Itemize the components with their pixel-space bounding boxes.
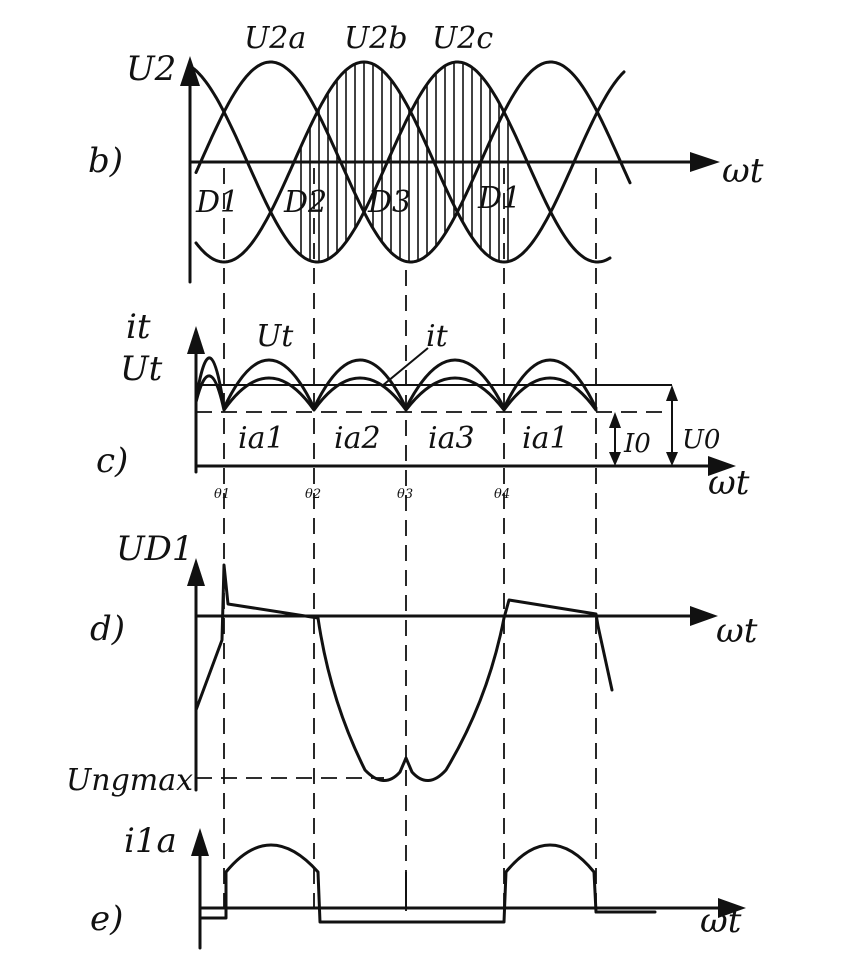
theta-label-2: θ2 <box>305 487 321 502</box>
panel-c-y-arrow <box>187 326 205 354</box>
current-label-2: ia2 <box>334 421 381 456</box>
primary-current-waveform <box>198 843 657 924</box>
u0-arrow-down <box>666 452 678 466</box>
diode-label-1: D1 <box>195 185 239 220</box>
phase-curve-a <box>194 60 632 264</box>
current-label-3: ia3 <box>428 421 475 456</box>
vertical-guides <box>223 168 597 918</box>
panel-d-x-label: ωt <box>716 611 758 651</box>
phase-curve-c <box>188 60 612 264</box>
panel-c-x-arrow <box>708 456 736 476</box>
i0-arrow-up <box>609 412 621 428</box>
panel-e-label: e) <box>90 899 123 939</box>
panel-d-y-arrow <box>187 558 205 586</box>
panel-e-y-arrow <box>191 828 209 856</box>
panel-b-x-arrow <box>690 152 720 172</box>
panel-d-label: d) <box>90 609 125 649</box>
panel-c-y-label-bottom: Ut <box>120 349 163 389</box>
panel-b-y-label: U2 <box>126 49 176 89</box>
panel-b-x-label: ωt <box>722 151 764 191</box>
panel-e-y-label: i1a <box>124 821 177 861</box>
diode-label-4: D1 <box>477 181 521 216</box>
theta-label-1: θ1 <box>214 487 230 502</box>
panel-e-x-arrow <box>718 898 746 918</box>
panel-e: e) i1a ωt <box>90 821 746 950</box>
phase-label-a: U2a <box>244 21 306 56</box>
theta-label-4: θ4 <box>494 487 510 502</box>
panel-b-label: b) <box>88 141 123 181</box>
it-pointer <box>381 347 429 387</box>
panel-c-label: c) <box>96 441 128 481</box>
panel-c: c) it Ut Ut it ia1 ia2 ia3 ia1 I0 U0 θ1 … <box>96 307 750 503</box>
phase-label-b: U2b <box>344 21 408 56</box>
i0-arrow-down <box>609 452 621 466</box>
curve-label-it: it <box>426 319 449 354</box>
panel-d-y-label: UD1 <box>116 529 194 569</box>
diode-label-2: D2 <box>283 185 327 220</box>
ripple-ut-curve <box>194 356 598 410</box>
diode-voltage-curve <box>194 563 614 782</box>
ripple-it-curve <box>194 374 598 412</box>
panel-d: d) UD1 Ungmax ωt <box>66 529 758 798</box>
panel-d-x-arrow <box>690 606 718 626</box>
diode-label-3: D3 <box>367 185 411 220</box>
current-label-1: ia1 <box>238 421 285 456</box>
u0-arrow-up <box>666 385 678 401</box>
theta-label-3: θ3 <box>397 487 413 502</box>
curve-label-ut: Ut <box>256 319 294 354</box>
panel-e-x-label: ωt <box>700 901 742 941</box>
i0-label: I0 <box>623 429 651 459</box>
u0-label: U0 <box>682 425 720 455</box>
panel-b: b) U2 U2a U2b U2c D1 D2 D3 D1 ωt <box>88 21 764 284</box>
current-label-4: ia1 <box>522 421 569 456</box>
panel-b-y-arrow <box>180 56 200 86</box>
panel-c-x-label: ωt <box>708 463 750 503</box>
ungmax-label: Ungmax <box>66 763 193 798</box>
panel-c-y-label-top: it <box>126 307 151 347</box>
phase-label-c: U2c <box>432 21 493 56</box>
